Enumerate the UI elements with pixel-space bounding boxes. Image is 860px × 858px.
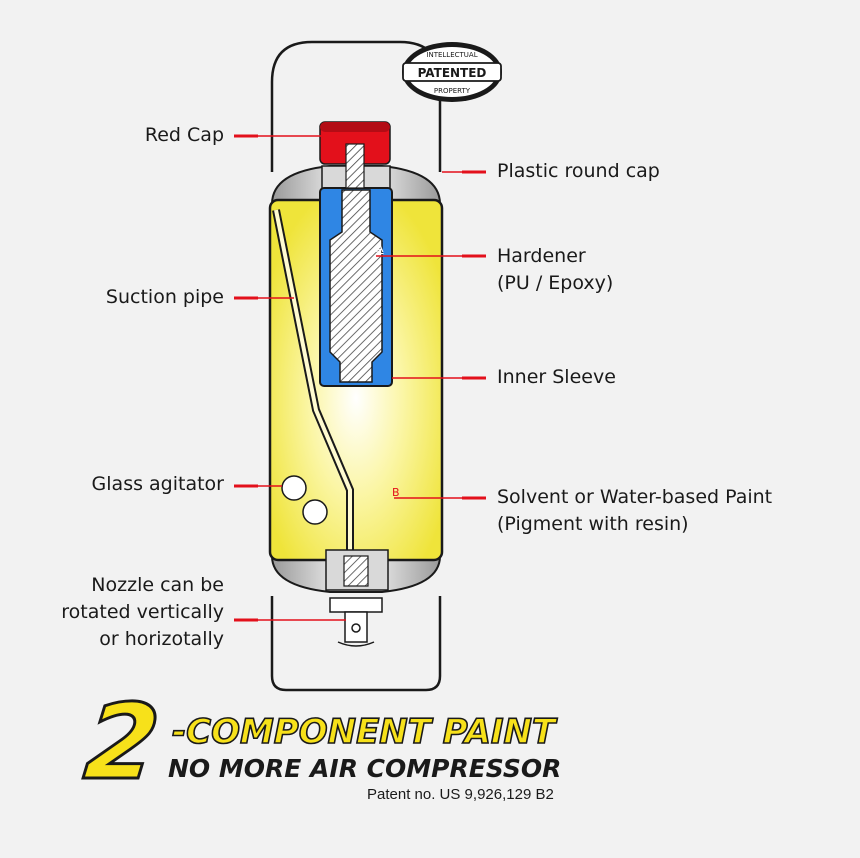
headline-title: -COMPONENT PAINT	[172, 712, 555, 752]
label-nozzle-line3: or horizotally	[61, 626, 224, 653]
nozzle	[345, 612, 367, 642]
headline-number: 2	[81, 690, 160, 794]
label-paint: Solvent or Water-based Paint (Pigment wi…	[497, 484, 772, 538]
marker-a: A	[376, 242, 384, 255]
badge-main-text: PATENTED	[418, 66, 487, 80]
nozzle-base	[330, 598, 382, 612]
label-red-cap: Red Cap	[145, 122, 224, 149]
label-nozzle-line2: rotated vertically	[61, 599, 224, 626]
marker-b: B	[392, 486, 400, 499]
label-suction-pipe: Suction pipe	[106, 284, 224, 311]
label-hardener: Hardener (PU / Epoxy)	[497, 243, 613, 297]
label-hardener-line2: (PU / Epoxy)	[497, 270, 613, 297]
label-hardener-line1: Hardener	[497, 243, 613, 270]
label-paint-line2: (Pigment with resin)	[497, 511, 772, 538]
glass-agitator-ball	[303, 500, 327, 524]
headline-subtitle: NO MORE AIR COMPRESSOR	[168, 754, 561, 784]
label-paint-line1: Solvent or Water-based Paint	[497, 484, 772, 511]
badge-top-text: INTELLECTUAL	[426, 51, 477, 59]
label-plastic-round-cap: Plastic round cap	[497, 158, 660, 185]
label-inner-sleeve: Inner Sleeve	[497, 364, 616, 391]
patent-number: Patent no. US 9,926,129 B2	[367, 786, 554, 803]
badge-bottom-text: PROPERTY	[434, 87, 471, 95]
label-nozzle: Nozzle can be rotated vertically or hori…	[61, 572, 224, 653]
label-nozzle-line1: Nozzle can be	[61, 572, 224, 599]
valve-stem	[346, 144, 364, 188]
glass-agitator-ball	[282, 476, 306, 500]
label-glass-agitator: Glass agitator	[92, 471, 224, 498]
